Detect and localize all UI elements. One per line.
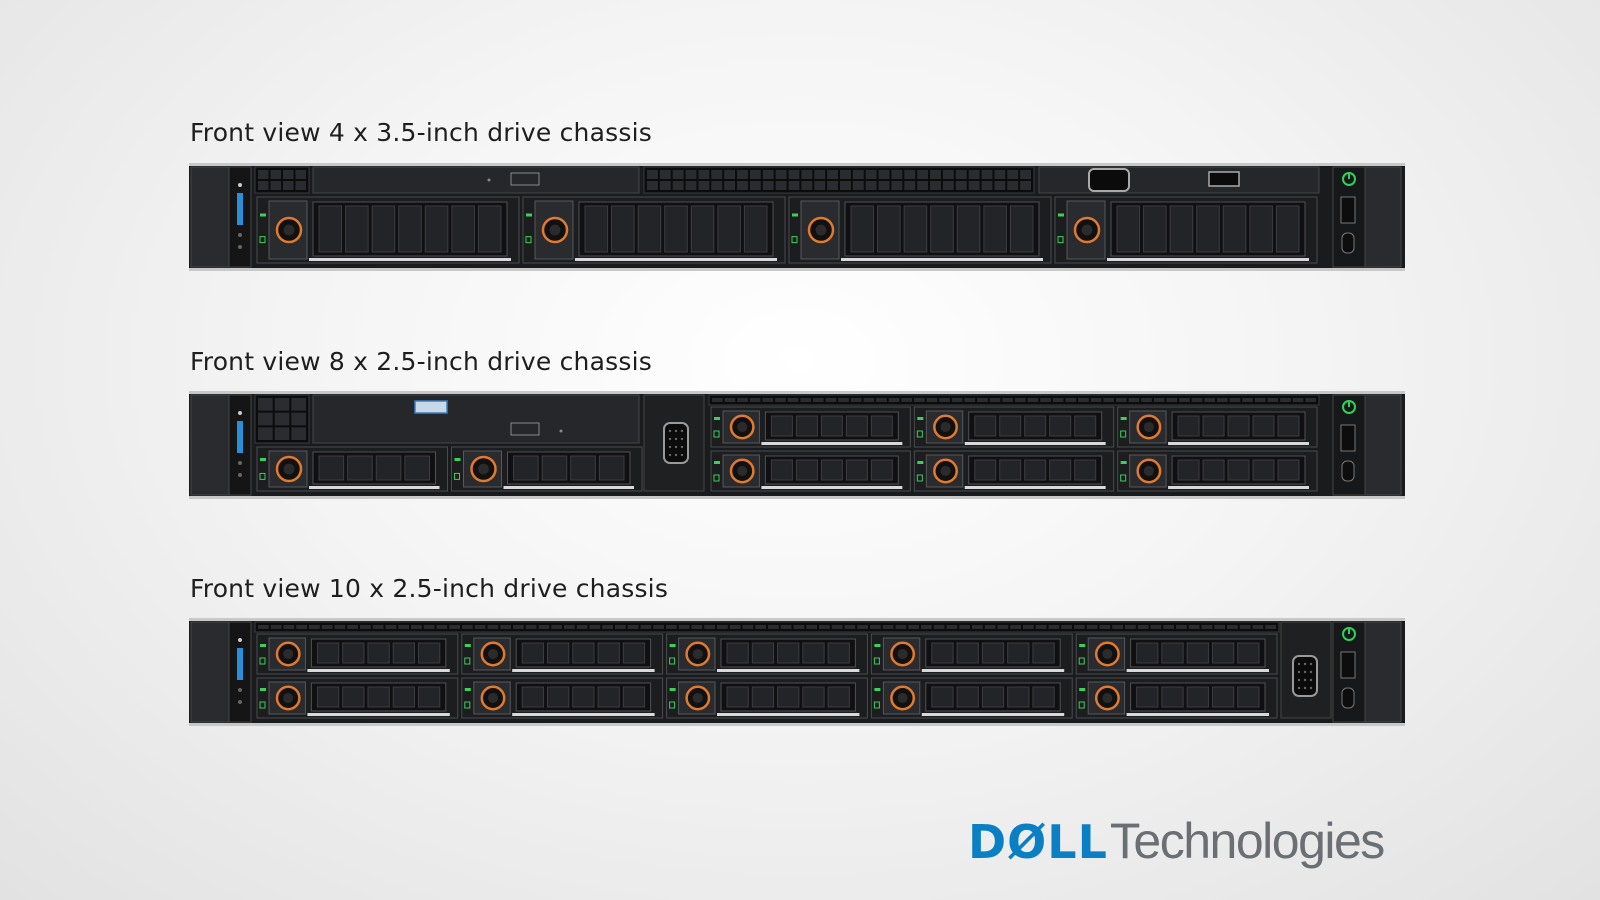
chassis-4x35-status-indicator-icon <box>237 193 243 225</box>
chassis-1-caption: Front view 4 x 3.5-inch drive chassis <box>190 118 652 147</box>
server-10x25-drive-chassis <box>189 618 1405 726</box>
chassis-8x25-drive-led-icon-3 <box>714 417 720 420</box>
dell-wordmark: DØLL <box>968 815 1108 869</box>
chassis-8x25-drive-led-icon-4 <box>917 417 924 420</box>
server-8x25-drive-chassis <box>189 391 1405 499</box>
chassis-10x25-usb-port-icon <box>1340 651 1356 679</box>
technologies-wordmark: Technologies <box>1109 813 1385 869</box>
chassis-8x25-optical-bay <box>312 394 640 444</box>
chassis-4x35-io-panel <box>1038 166 1320 194</box>
chassis-10x25-drive-led-icon-10 <box>1079 688 1086 691</box>
chassis-3-caption: Front view 10 x 2.5-inch drive chassis <box>190 574 669 603</box>
chassis-10x25-vga-port-icon <box>1292 655 1318 697</box>
chassis-10x25-drive-led-icon-2 <box>464 644 471 647</box>
chassis-4x35-right-ear <box>1364 166 1402 268</box>
chassis-10x25-drive-led-icon-8 <box>669 688 676 691</box>
chassis-4x35-drive-led-icon-1 <box>260 213 266 217</box>
server-4x35-drive-chassis <box>189 163 1405 271</box>
chassis-10x25-drive-led-icon-5 <box>1079 644 1086 647</box>
chassis-4x35-usb-port-icon-top <box>1208 171 1240 187</box>
chassis-4x35-drive-led-icon-4 <box>1058 213 1064 217</box>
chassis-4x35-usb-port-icon <box>1340 196 1356 224</box>
chassis-8x25-drive-led-icon-8 <box>1120 461 1127 464</box>
chassis-4x35-optical-bay <box>312 166 640 194</box>
dell-technologies-logo: DØLL Technologies <box>968 812 1385 872</box>
chassis-8x25-micro-usb-port-icon <box>1341 460 1355 482</box>
chassis-10x25-micro-usb-port-icon <box>1341 687 1355 709</box>
chassis-8x25-drive-led-icon-5 <box>1120 417 1127 420</box>
chassis-10x25-drive-led-icon-4 <box>874 644 881 647</box>
chassis-4x35-optical-eject-icon <box>510 172 540 186</box>
chassis-4x35-vga-port-icon <box>1088 168 1130 192</box>
chassis-4x35-left-ear <box>190 166 230 268</box>
chassis-10x25-top-vent <box>254 621 1280 633</box>
chassis-8x25-usb3-port-icon <box>414 400 448 414</box>
chassis-4x35-drive-led-icon-3 <box>792 213 798 217</box>
chassis-10x25-drive-led-icon-9 <box>874 688 881 691</box>
chassis-10x25-drive-led-icon-6 <box>260 688 266 691</box>
chassis-10x25-right-ear <box>1364 621 1402 723</box>
chassis-8x25-optical-eject-icon <box>510 422 540 436</box>
chassis-8x25-drive-led-icon-1 <box>260 458 266 461</box>
chassis-10x25-left-ear <box>190 621 230 723</box>
chassis-8x25-vga-port-icon <box>663 422 689 464</box>
chassis-8x25-usb-port-icon <box>1340 424 1356 452</box>
chassis-8x25-drive-led-icon-2 <box>454 458 461 461</box>
chassis-10x25-drive-led-icon-7 <box>464 688 471 691</box>
chassis-4x35-micro-usb-port-icon <box>1341 232 1355 254</box>
chassis-10x25-status-indicator-icon <box>237 648 243 680</box>
chassis-4x35-drive-led-icon-2 <box>526 213 532 217</box>
chassis-8x25-drive-led-icon-7 <box>917 461 924 464</box>
chassis-10x25-drive-led-icon-1 <box>260 644 266 647</box>
chassis-8x25-right-ear <box>1364 394 1402 496</box>
chassis-8x25-left-ear <box>190 394 230 496</box>
chassis-10x25-drive-led-icon-3 <box>669 644 676 647</box>
chassis-8x25-status-indicator-icon <box>237 421 243 453</box>
chassis-8x25-drive-led-icon-6 <box>714 461 720 464</box>
chassis-2-caption: Front view 8 x 2.5-inch drive chassis <box>190 347 652 376</box>
chassis-8x25-top-vent <box>708 394 1320 406</box>
